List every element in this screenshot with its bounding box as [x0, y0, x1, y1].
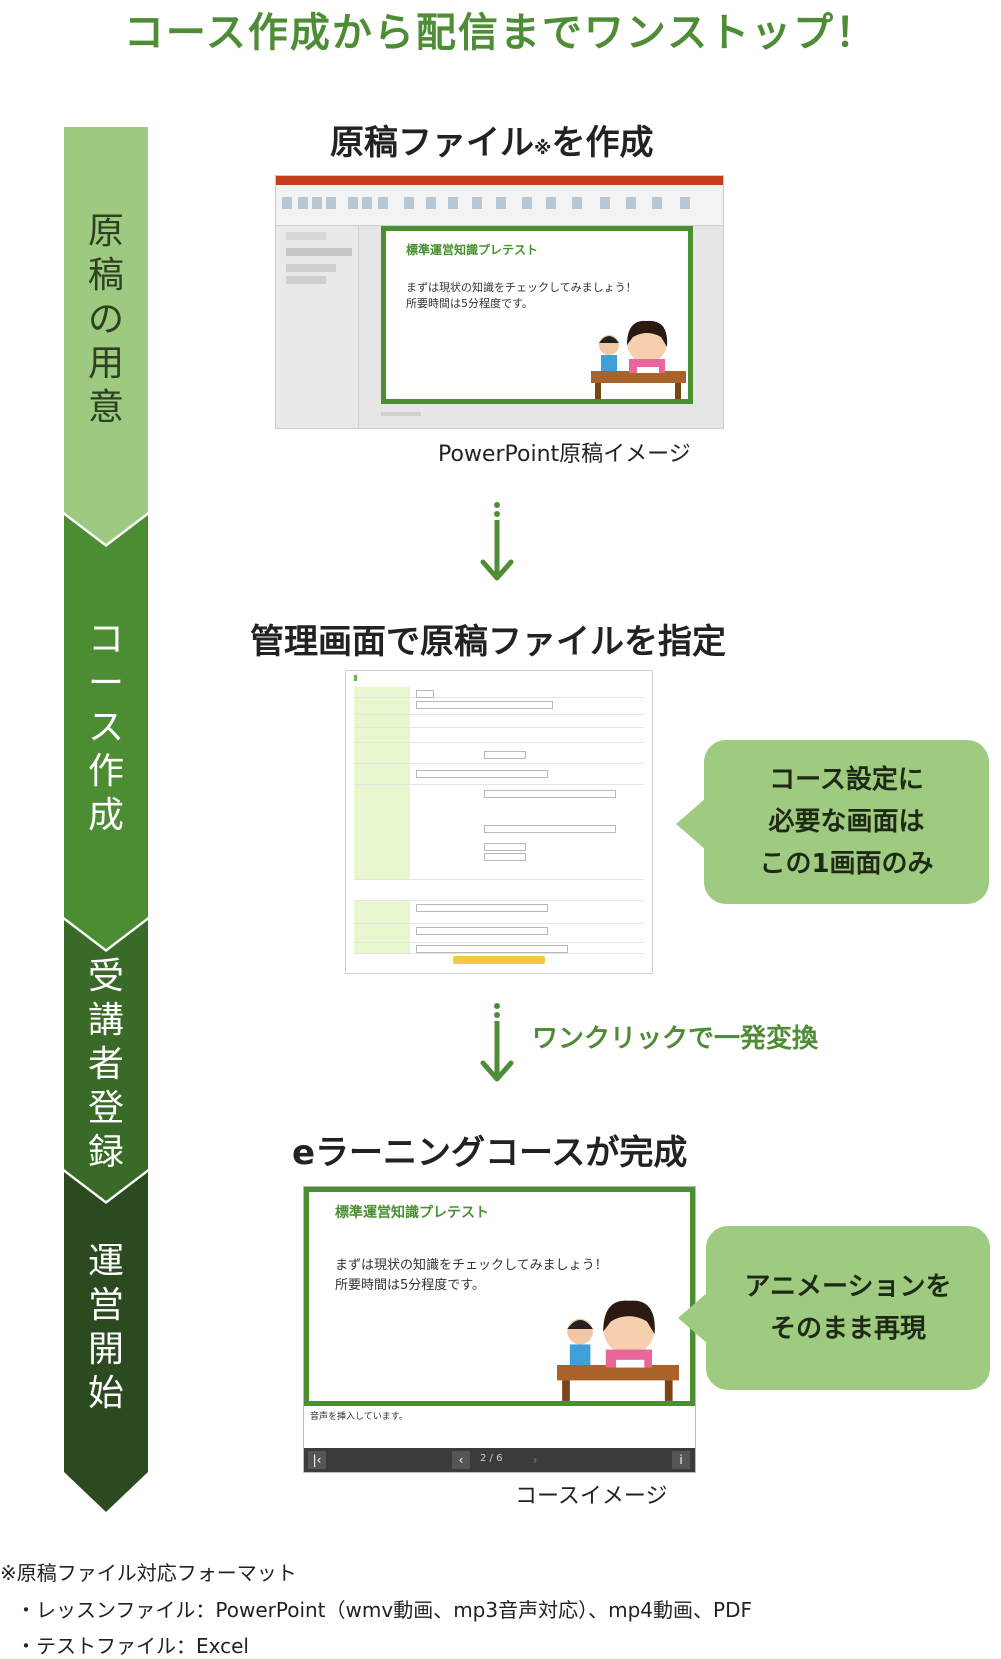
- first-page-button[interactable]: |‹: [308, 1451, 326, 1469]
- headline: コース作成から配信までワンストップ！: [123, 10, 878, 56]
- step1-caption: PowerPoint原稿イメージ: [438, 442, 691, 467]
- bubble-settings: コース設定に 必要な画面は この1画面のみ: [704, 740, 989, 904]
- student-illustration: [591, 320, 686, 399]
- footnote-mark: ※: [534, 138, 552, 159]
- bubble-tail-animation: [678, 1292, 708, 1344]
- ppt-ribbon: [276, 185, 723, 226]
- powerpoint-screenshot: 標準運営知識プレテスト まずは現状の知識をチェックしてみましょう！ 所要時間は5…: [275, 175, 724, 429]
- phase-arrow: [64, 127, 148, 1512]
- down-arrow-2: [480, 1003, 514, 1082]
- ppt-titlebar: [276, 176, 723, 185]
- course-status-text: 音声を挿入しています。: [310, 1412, 408, 1422]
- phase-segment-3: [64, 920, 148, 1201]
- prev-page-button[interactable]: ‹: [452, 1451, 470, 1469]
- phase-label-2: コ ー ス 作 成: [87, 619, 124, 836]
- oneclick-label: ワンクリックで一発変換: [532, 1024, 819, 1054]
- footnote-lesson: ・レッスンファイル：PowerPoint（wmv動画、mp3音声対応）、mp4動…: [16, 1598, 752, 1622]
- phase-label-1: 原 稿 の 用 意: [87, 211, 124, 428]
- phase-segment-2: [64, 515, 148, 949]
- footnote-test: ・テストファイル：Excel: [16, 1634, 249, 1658]
- course-slide-line1: まずは現状の知識をチェックしてみましょう！: [335, 1258, 608, 1273]
- page-indicator: 2 / 6: [480, 1453, 503, 1464]
- course-slide-title: 標準運営知識プレテスト: [335, 1205, 489, 1221]
- step3-title: eラーニングコースが完成: [292, 1133, 688, 1173]
- step2-title: 管理画面で原稿ファイルを指定: [250, 622, 726, 662]
- phase-segment-1: [64, 127, 148, 544]
- student-illustration-large: [557, 1300, 679, 1401]
- footnote-heading: ※原稿ファイル対応フォーマット: [0, 1561, 297, 1585]
- course-slide-line2: 所要時間は5分程度です。: [335, 1278, 485, 1293]
- course-slide: 標準運営知識プレテスト まずは現状の知識をチェックしてみましょう！ 所要時間は5…: [304, 1187, 695, 1406]
- step3-caption: コースイメージ: [515, 1484, 668, 1509]
- create-course-button: [453, 956, 545, 964]
- ppt-slide-title: 標準運営知識プレテスト: [406, 243, 539, 257]
- course-screenshot: 標準運営知識プレテスト まずは現状の知識をチェックしてみましょう！ 所要時間は5…: [303, 1186, 696, 1473]
- ppt-thumbnail-pane: [276, 226, 359, 428]
- bubble-tail-settings: [676, 798, 706, 850]
- down-arrow-1: [480, 502, 514, 581]
- step1-title: 原稿ファイル※を作成: [330, 123, 654, 163]
- phase-segment-4: [64, 1172, 148, 1512]
- phase-label-4: 運 営 開 始: [87, 1241, 124, 1414]
- ppt-slide-line2: 所要時間は5分程度です。: [406, 297, 533, 310]
- bubble-animation: アニメーションを そのまま再現: [706, 1226, 990, 1390]
- course-nav-bar: |‹ ‹ 2 / 6 › i: [304, 1448, 695, 1472]
- ppt-slide: 標準運営知識プレテスト まずは現状の知識をチェックしてみましょう！ 所要時間は5…: [381, 226, 693, 404]
- next-page-button[interactable]: ›: [532, 1453, 538, 1467]
- ppt-slide-line1: まずは現状の知識をチェックしてみましょう！: [406, 281, 637, 294]
- admin-screenshot: [345, 670, 653, 974]
- phase-label-3: 受 講 者 登 録: [87, 956, 124, 1173]
- info-button[interactable]: i: [672, 1451, 690, 1469]
